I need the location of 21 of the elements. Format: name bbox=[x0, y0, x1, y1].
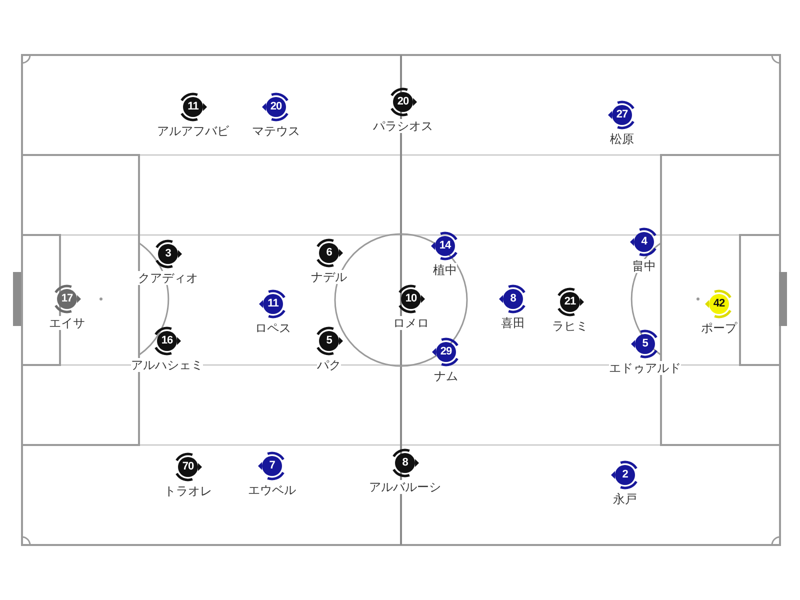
player-name: 永戸 bbox=[613, 492, 637, 506]
player-name: パラシオス bbox=[373, 119, 433, 133]
player-name: エウベル bbox=[248, 483, 296, 497]
player-name: ナム bbox=[434, 369, 458, 383]
player-name: ポープ bbox=[701, 321, 737, 335]
player-name: 喜田 bbox=[501, 316, 525, 330]
player-name: ロメロ bbox=[393, 316, 429, 330]
player-name: ナデル bbox=[311, 270, 347, 284]
player-name: 松原 bbox=[610, 132, 634, 146]
player-name: アルバルーシ bbox=[369, 480, 441, 494]
player-name: 畠中 bbox=[632, 259, 656, 273]
player-name: エイサ bbox=[49, 316, 85, 330]
player-name: エドゥアルド bbox=[609, 361, 681, 375]
player-name: クアディオ bbox=[138, 271, 198, 285]
player-name: ロペス bbox=[255, 321, 291, 335]
player-name: 植中 bbox=[433, 263, 457, 277]
player-name: アルアフバビ bbox=[157, 124, 229, 138]
player-name: アルハシェミ bbox=[131, 358, 203, 372]
player-name: ラヒミ bbox=[552, 319, 588, 333]
player-name: マテウス bbox=[252, 124, 300, 138]
player-name: パク bbox=[317, 358, 341, 372]
